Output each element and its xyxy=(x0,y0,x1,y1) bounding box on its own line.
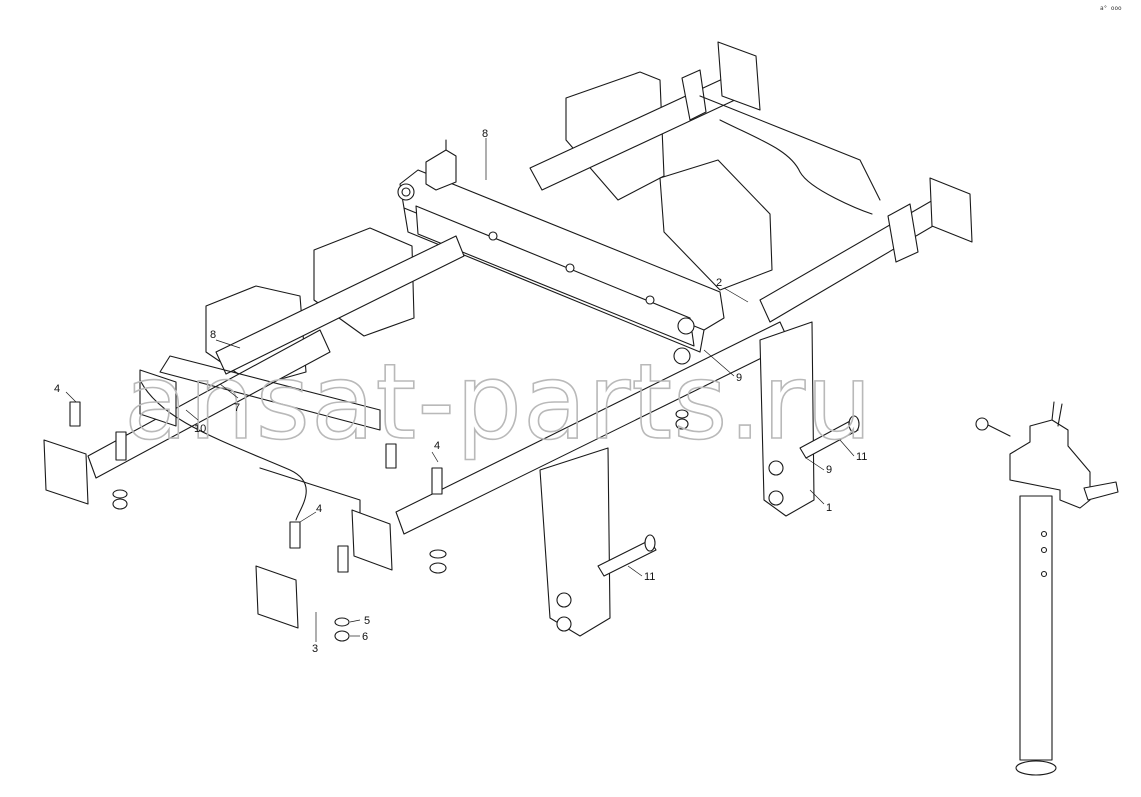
front-hanger xyxy=(539,447,611,637)
callout-8a: 8 xyxy=(482,128,488,140)
jack-stand xyxy=(975,401,1119,776)
pin-front xyxy=(597,539,657,577)
callout-4c: 4 xyxy=(316,503,322,515)
callout-11a: 11 xyxy=(856,451,867,463)
callout-10: 10 xyxy=(194,423,206,435)
callout-4b: 4 xyxy=(434,440,440,452)
u-bolts xyxy=(69,401,689,642)
middle-tube xyxy=(759,195,951,323)
watermark: ansat-parts.ru xyxy=(124,341,873,463)
left-front-tube xyxy=(87,329,331,479)
callout-1: 1 xyxy=(826,502,832,514)
callout-6: 6 xyxy=(362,631,368,643)
callout-9a: 9 xyxy=(736,372,742,384)
pin-rear xyxy=(799,419,859,459)
main-beam-side xyxy=(415,205,695,347)
callout-3: 3 xyxy=(312,643,318,655)
callout-11b: 11 xyxy=(644,571,655,583)
corner-tag: a° ooo xyxy=(1100,5,1122,12)
callout-4a: 4 xyxy=(54,383,60,395)
callout-8b: 8 xyxy=(210,329,216,341)
frame-assembly xyxy=(43,41,973,642)
callout-5: 5 xyxy=(364,615,370,627)
callout-2: 2 xyxy=(716,277,722,289)
left-tube-upper xyxy=(215,235,465,375)
callouts: 8 8 2 4 4 4 7 10 9 9 11 11 1 3 5 6 xyxy=(54,128,867,655)
callout-9b: 9 xyxy=(826,464,832,476)
callout-7: 7 xyxy=(234,402,240,414)
right-mudguard xyxy=(659,159,773,291)
